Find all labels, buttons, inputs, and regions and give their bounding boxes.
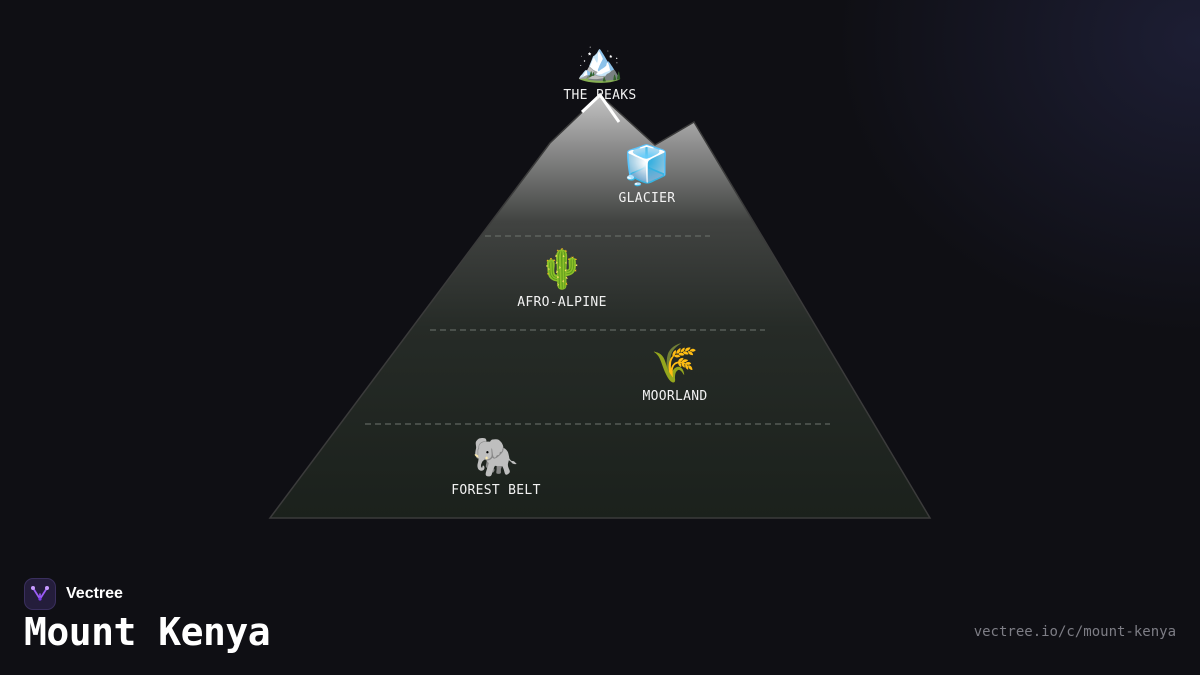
- zone-label-afro-alpine: AFRO-ALPINE: [517, 295, 607, 310]
- sheaf-of-rice-icon: 🌾: [651, 341, 699, 385]
- ice-cube-icon: 🧊: [623, 143, 671, 187]
- cactus-icon: 🌵: [538, 247, 586, 291]
- brand: Vectree: [24, 577, 123, 611]
- source-url[interactable]: vectree.io/c/mount-kenya: [973, 624, 1176, 640]
- zone-glacier: 🧊 GLACIER: [547, 143, 747, 206]
- zone-afro-alpine: 🌵 AFRO-ALPINE: [462, 247, 662, 310]
- zone-label-peaks: THE PEAKS: [563, 88, 637, 103]
- snow-cap-line: [580, 92, 621, 123]
- snow-capped-mountain-icon: 🏔️: [576, 40, 624, 84]
- zone-moorland: 🌾 MOORLAND: [575, 341, 775, 404]
- zone-label-moorland: MOORLAND: [642, 389, 708, 404]
- brand-name: Vectree: [66, 585, 123, 602]
- zone-forest-belt: 🐘 FOREST BELT: [396, 435, 596, 498]
- vectree-logo-icon: [24, 578, 56, 610]
- zone-peaks: 🏔️ THE PEAKS: [500, 40, 700, 103]
- zone-label-glacier: GLACIER: [618, 191, 676, 206]
- zone-label-forest-belt: FOREST BELT: [451, 483, 541, 498]
- mountain-shape: [268, 93, 932, 519]
- elephant-icon: 🐘: [472, 435, 520, 479]
- page-title: Mount Kenya: [24, 610, 271, 654]
